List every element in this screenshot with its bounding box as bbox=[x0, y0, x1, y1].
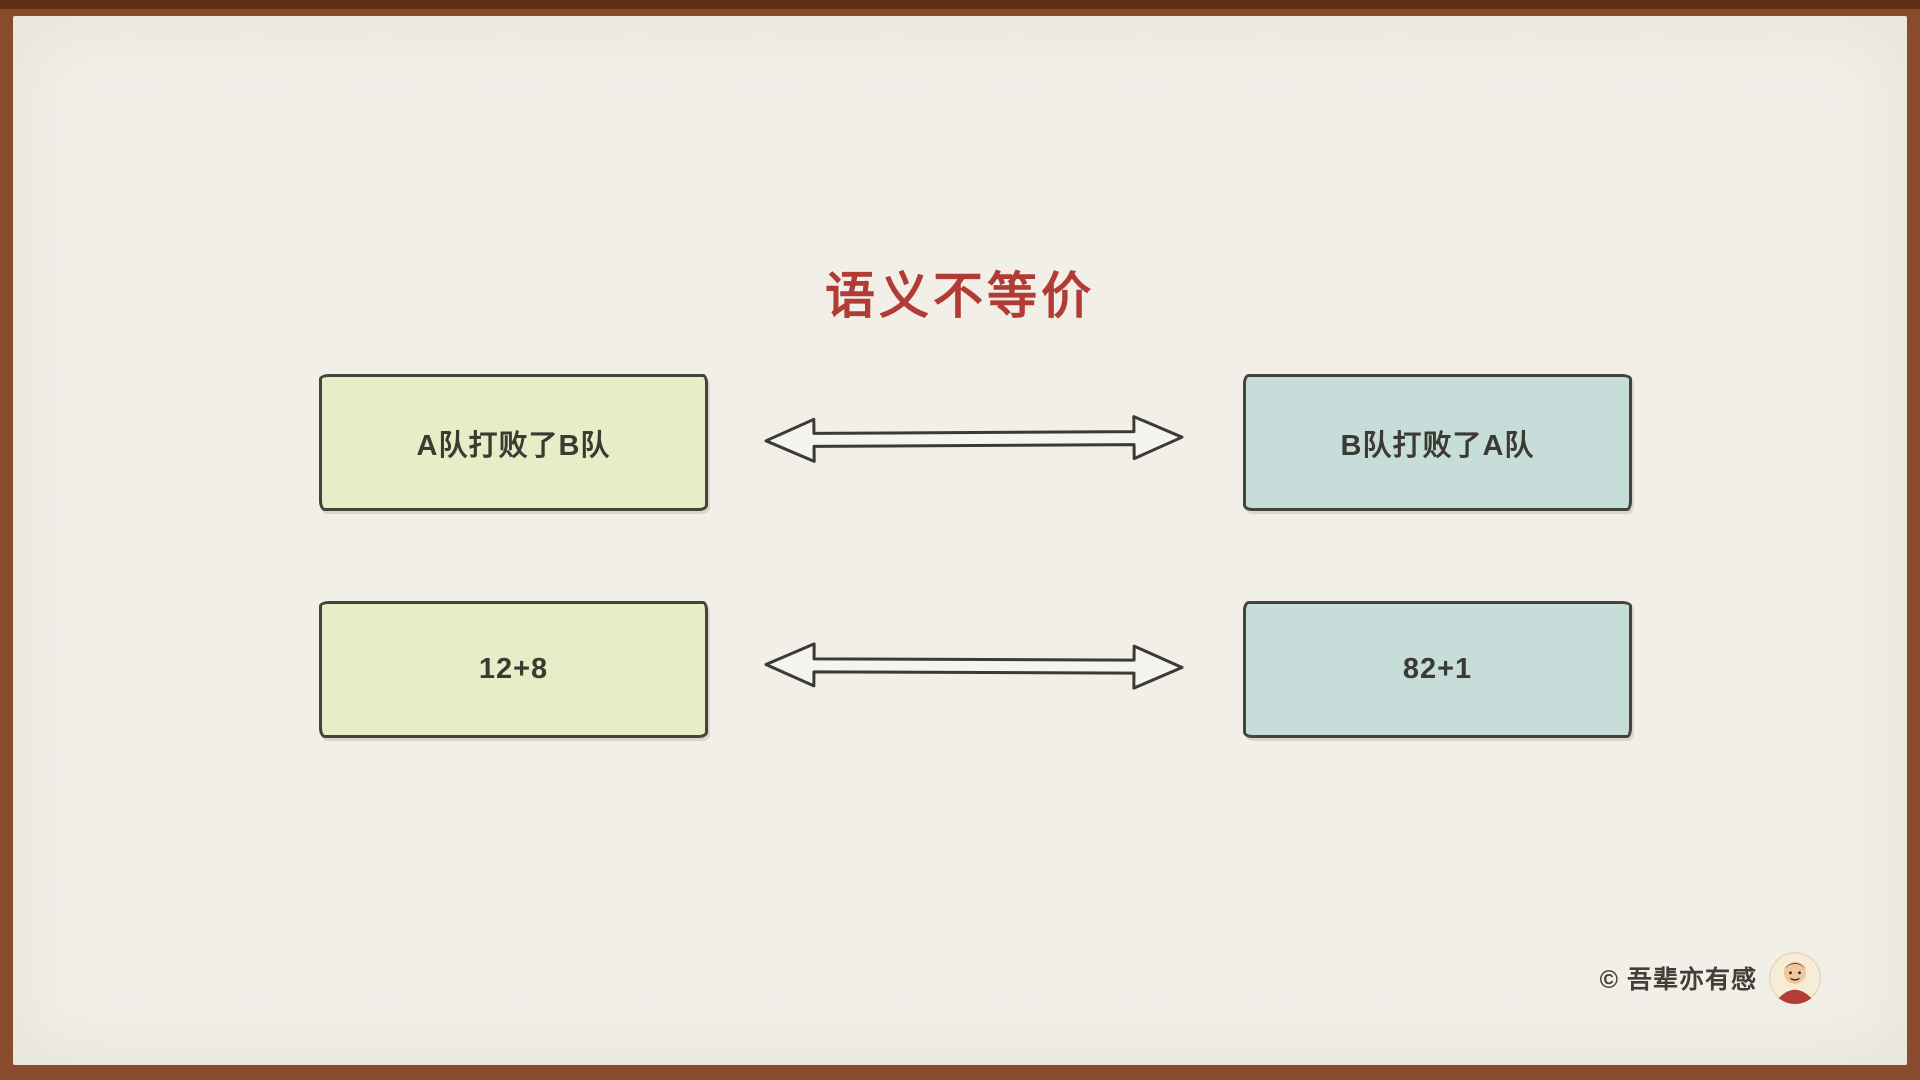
double-arrow-icon bbox=[764, 642, 1184, 690]
frame-top-edge bbox=[0, 0, 1920, 9]
credit-text: © 吾辈亦有感 bbox=[1599, 966, 1757, 994]
slide-canvas: 语义不等价 A队打败了B队 B队打败了A队 12+8 82+1 © 吾辈亦有感 bbox=[13, 16, 1907, 1065]
double-arrow-icon bbox=[764, 415, 1184, 463]
right-statement-box: B队打败了A队 bbox=[1243, 374, 1632, 511]
left-statement-box: A队打败了B队 bbox=[319, 374, 708, 511]
right-statement-box: 82+1 bbox=[1243, 601, 1632, 738]
avatar bbox=[1769, 952, 1821, 1004]
left-statement-box: 12+8 bbox=[319, 601, 708, 738]
credit-footer: © 吾辈亦有感 bbox=[1600, 952, 1821, 1004]
slide-title: 语义不等价 bbox=[825, 268, 1095, 324]
